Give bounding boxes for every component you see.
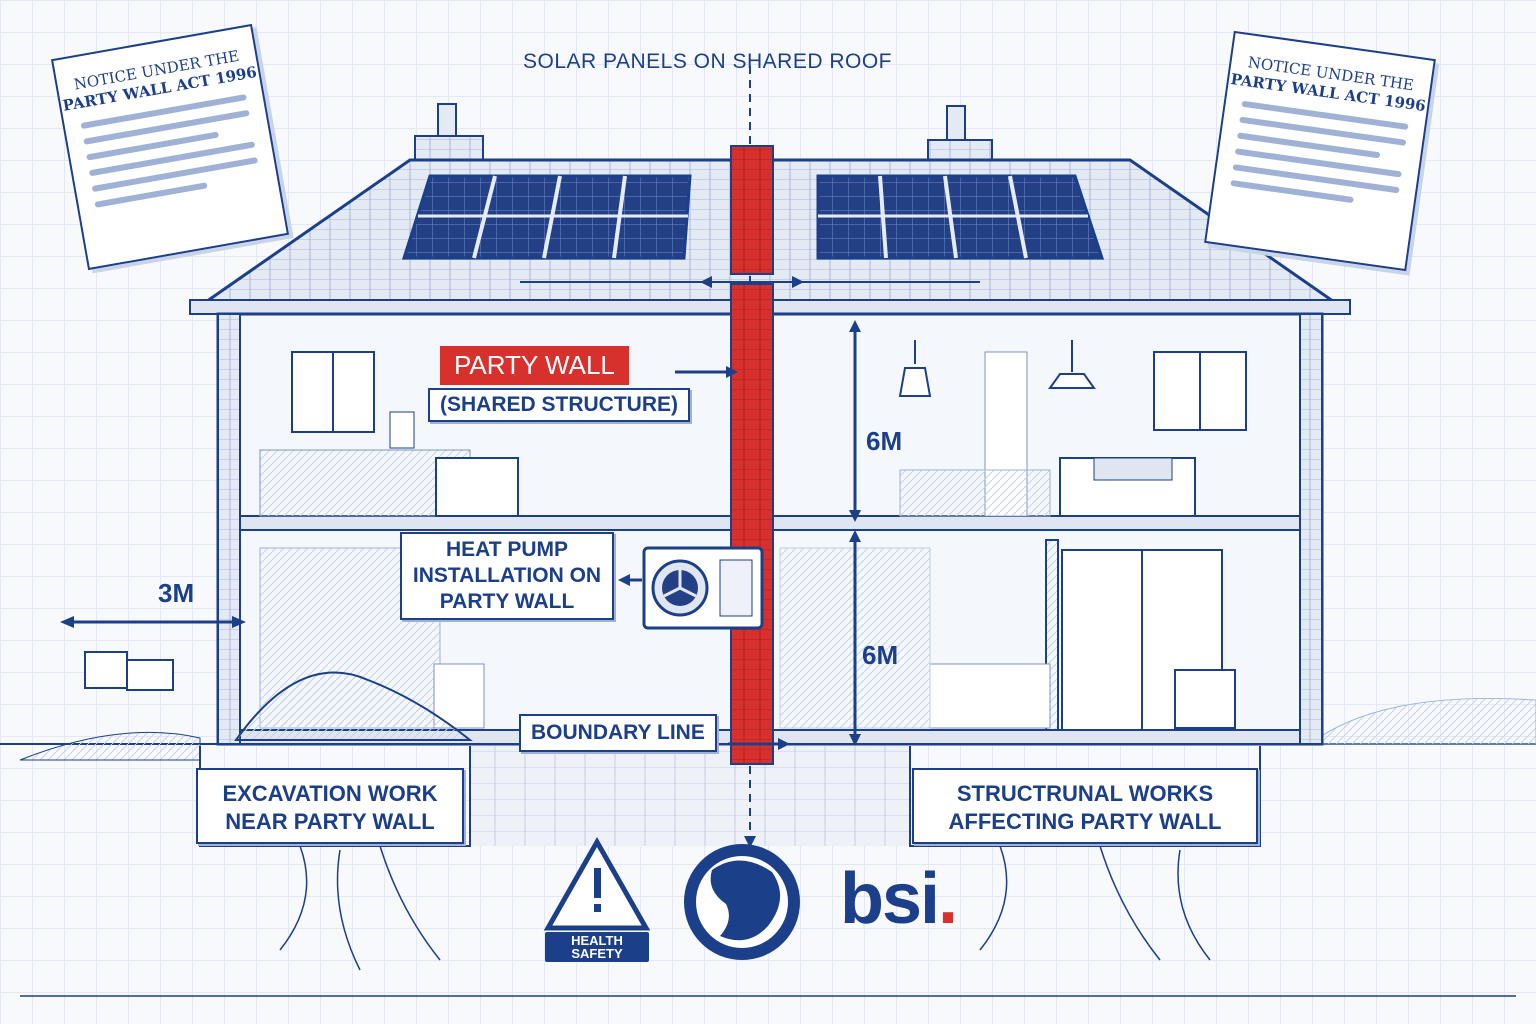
dimension-line-lower xyxy=(849,530,861,746)
party-wall-sublabel: (SHARED STRUCTURE) xyxy=(428,388,690,422)
structural-works-label: STRUCTRUNAL WORKS AFFECTING PARTY WALL xyxy=(912,768,1258,844)
party-wall xyxy=(730,283,774,745)
dimension-line-upper xyxy=(849,320,861,522)
side-distance-label: 3m xyxy=(158,578,195,608)
solar-panels-right xyxy=(816,174,1105,260)
heat-pump-label: HEAT PUMP INSTALLATION ON PARTY WALL xyxy=(400,532,614,620)
party-wall-label: PARTY WALL xyxy=(440,346,629,385)
boundary-line-label: BOUNDARY LINE xyxy=(519,714,717,752)
lion-head-logo-icon xyxy=(684,844,800,960)
dimension-line-side xyxy=(60,616,246,628)
excavation-mound xyxy=(234,671,473,741)
bsi-logo-dot: . xyxy=(938,859,958,939)
excavation-label: EXCAVATION WORK NEAR PARTY WALL xyxy=(196,768,464,844)
bsi-logo-text: bsi xyxy=(840,859,940,939)
bsi-logo: bsi. xyxy=(840,858,958,940)
lower-height-label: 6m xyxy=(862,640,899,670)
heat-pump-unit-icon xyxy=(642,546,764,630)
diagram-title: SOLAR PANELS ON SHARED ROOF xyxy=(522,50,893,73)
health-safety-caption: HEALTH SAFETY xyxy=(545,932,649,962)
warning-triangle-icon xyxy=(543,836,651,931)
paving xyxy=(470,746,910,846)
upper-height-label: 6m xyxy=(866,426,903,456)
party-wall-roof xyxy=(730,145,774,275)
solar-panels-left xyxy=(401,174,692,260)
